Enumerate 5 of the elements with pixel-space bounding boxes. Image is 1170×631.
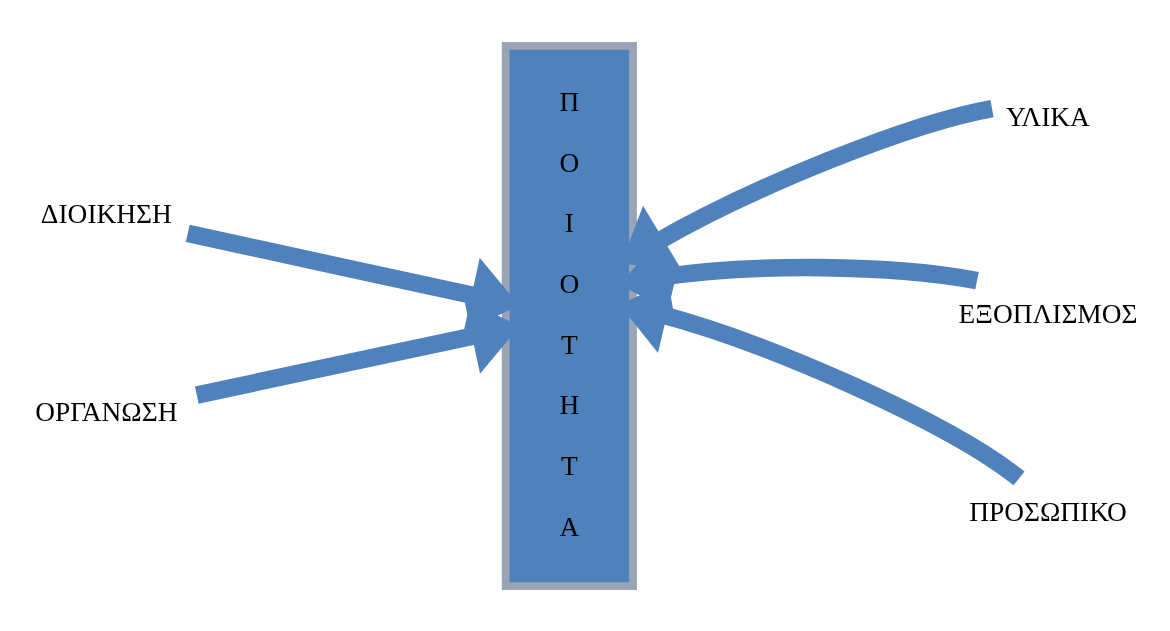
node-text: ΔΙΟΙΚΗΣΗ	[40, 198, 172, 229]
node-text: ΕΞΟΠΛΙΣΜΟΣ	[958, 298, 1138, 329]
node-text: ΥΛΙΚΑ	[1006, 101, 1090, 132]
node-text: ΟΡΓΑΝΩΣΗ	[35, 396, 178, 427]
node-text: ΠΡΟΣΩΠΙΚΟ	[969, 496, 1127, 527]
